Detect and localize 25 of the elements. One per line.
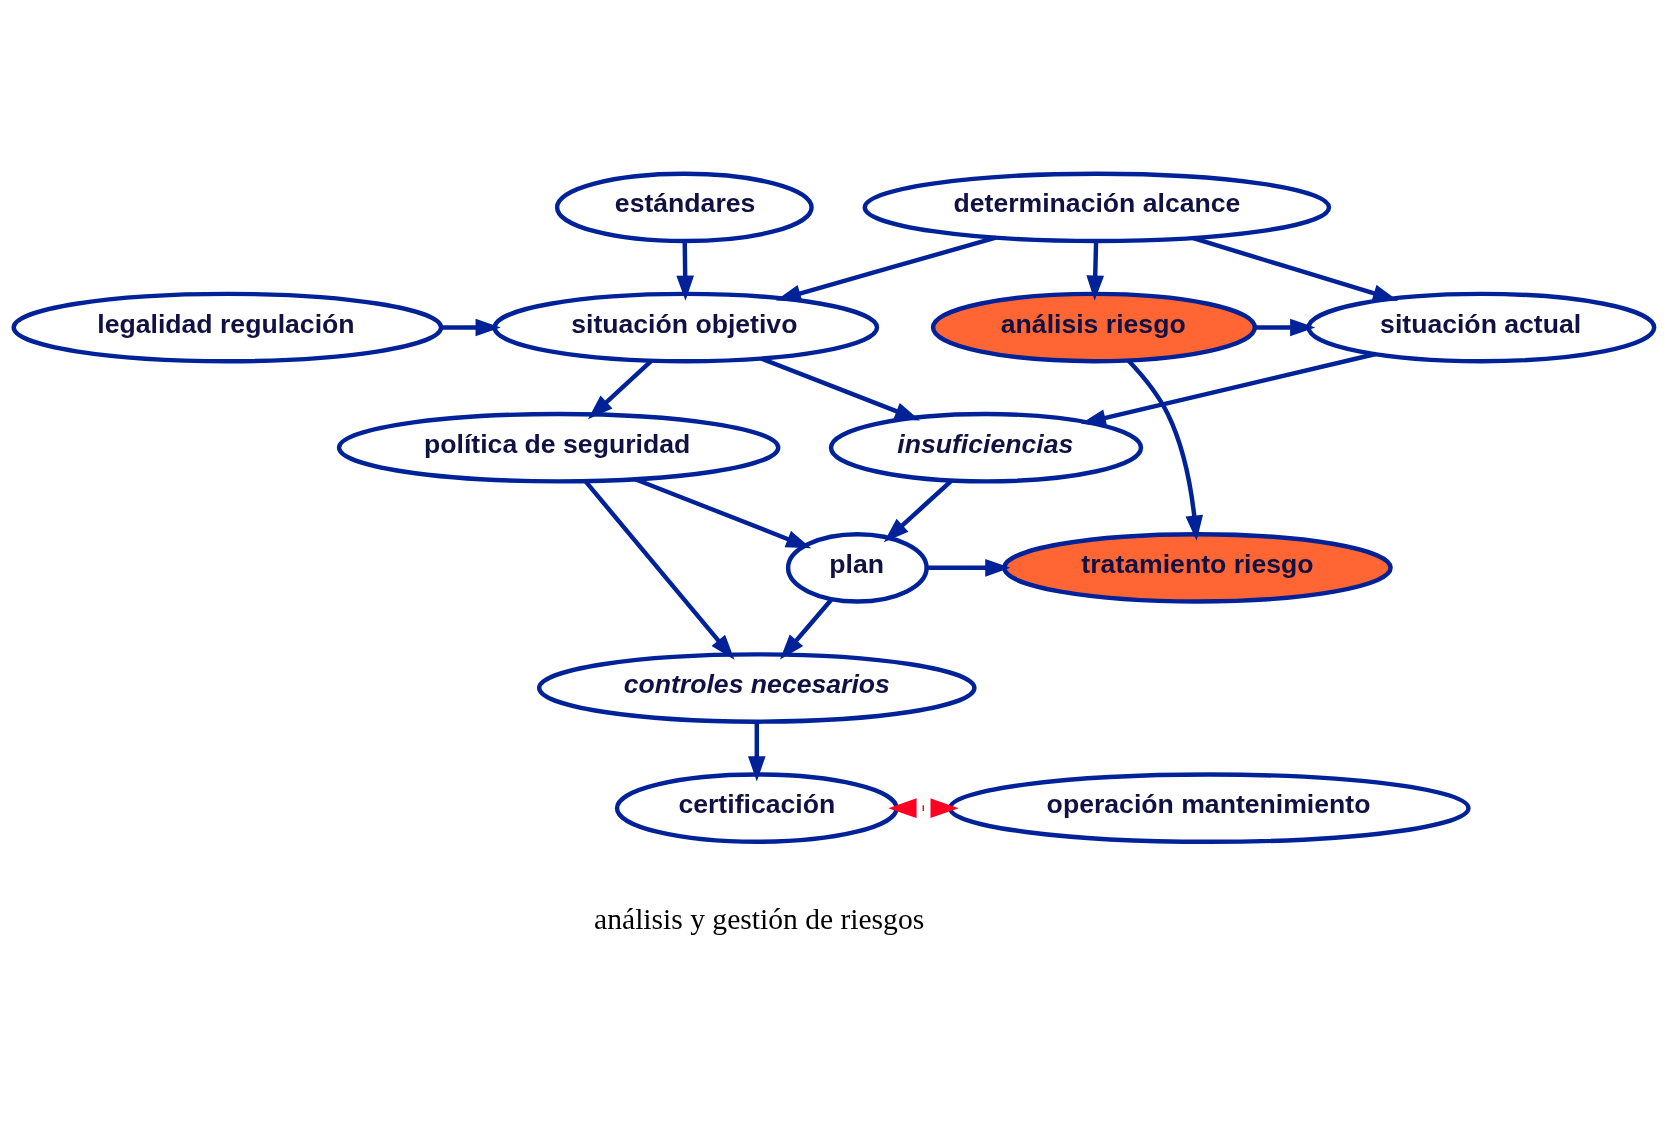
label: análisis y gestión de riesgos xyxy=(594,902,925,935)
arrow xyxy=(926,558,1011,577)
node-ellipse: determinación alcance xyxy=(862,171,1332,243)
node-ellipse: tratamiento riesgo xyxy=(1002,531,1393,604)
arrow xyxy=(1255,318,1316,336)
arrow xyxy=(1080,351,1377,427)
node-ellipse: política de seguridad xyxy=(336,411,781,484)
node-ellipse: situación objetivo xyxy=(492,291,880,363)
node-ellipse: insuficiencias xyxy=(828,411,1144,484)
arrow xyxy=(1086,240,1105,301)
node-ellipse: operación mantenimiento xyxy=(947,771,1471,844)
node-ellipse: controles necesarios xyxy=(536,651,977,724)
arrow xyxy=(1191,235,1399,302)
arrow xyxy=(775,235,997,302)
arrow xyxy=(780,597,834,659)
node-ellipse: legalidad regulación xyxy=(11,291,444,363)
node-ellipse: certificación xyxy=(614,771,899,844)
node-ellipse: situación actual xyxy=(1306,291,1657,363)
arrow xyxy=(676,240,694,301)
node-ellipse: estándares xyxy=(554,171,814,243)
arrow xyxy=(760,355,920,420)
arrow xyxy=(888,797,959,818)
arrow xyxy=(747,721,766,781)
arrow xyxy=(440,318,501,336)
node-ellipse: análisis riesgo xyxy=(930,291,1258,363)
